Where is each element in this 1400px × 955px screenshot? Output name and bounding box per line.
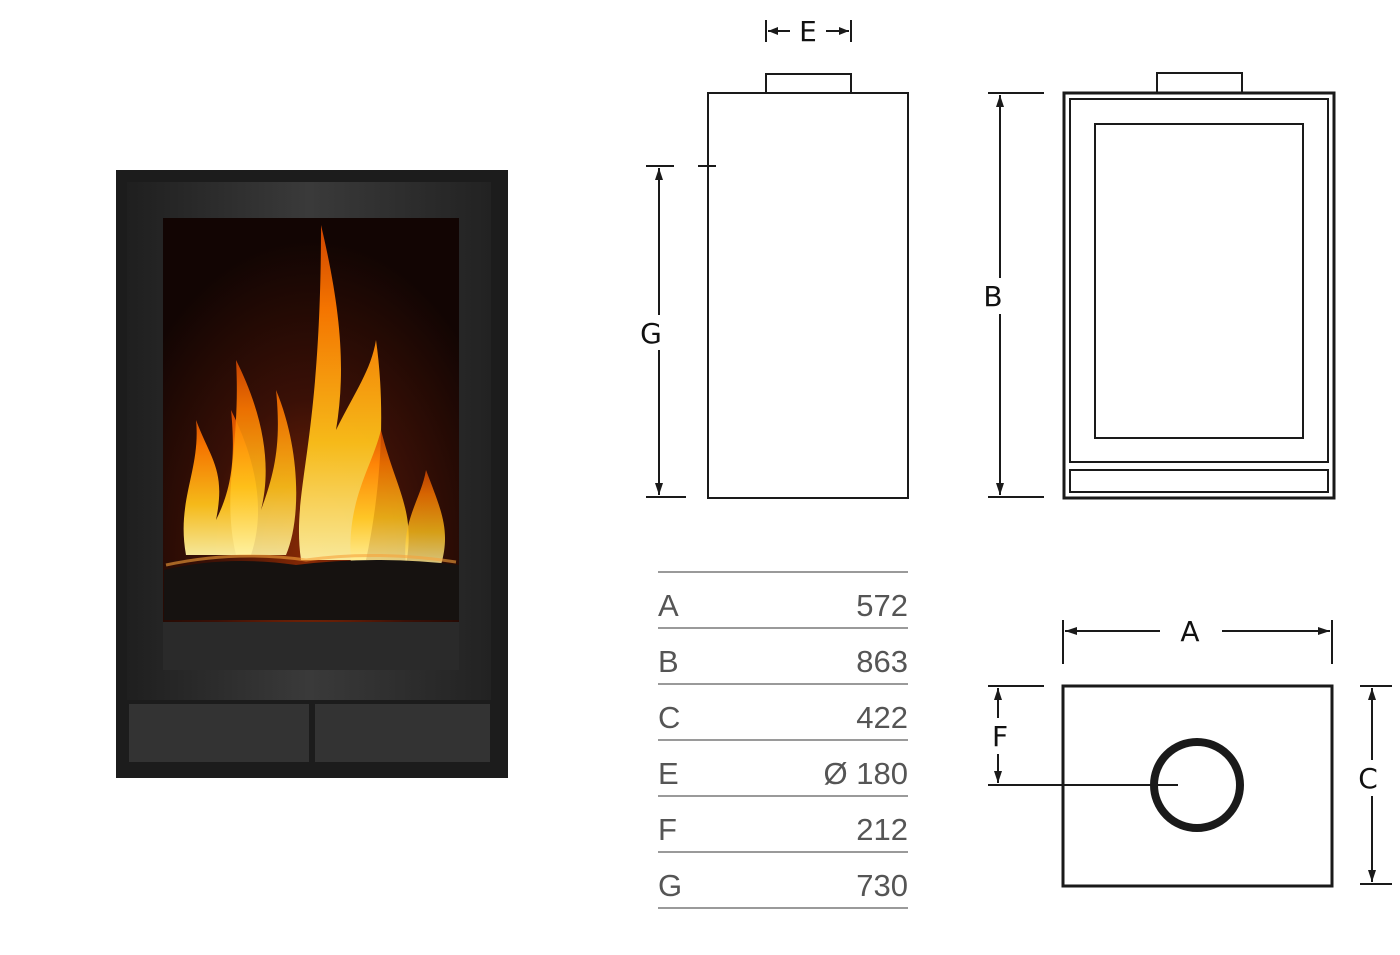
spec-table: A 572 B 863 C 422 E Ø 180 F 212 G 730 bbox=[658, 571, 908, 909]
spec-value: 730 bbox=[856, 868, 908, 903]
flue-collar-front bbox=[1156, 72, 1243, 94]
flue-collar-side bbox=[765, 73, 852, 94]
side-view-body bbox=[707, 92, 909, 499]
stove-lower-glass bbox=[163, 622, 459, 670]
dim-label-a: A bbox=[1180, 615, 1199, 648]
stove-image bbox=[116, 170, 508, 778]
dim-label-c: C bbox=[1358, 762, 1378, 795]
dim-label-e: E bbox=[799, 15, 817, 48]
dim-label-b: B bbox=[983, 280, 1002, 313]
spec-value: 863 bbox=[856, 644, 908, 679]
spec-key: C bbox=[658, 700, 681, 735]
stove-ash-panel-right bbox=[315, 704, 490, 762]
spec-row: G 730 bbox=[658, 851, 908, 909]
spec-row: A 572 bbox=[658, 571, 908, 627]
spec-value: 422 bbox=[856, 700, 908, 735]
spec-key: E bbox=[658, 756, 679, 791]
spec-key: F bbox=[658, 812, 677, 847]
stove-ash-panel-left bbox=[129, 704, 309, 762]
plan-view bbox=[988, 620, 1392, 888]
front-view bbox=[988, 72, 1336, 500]
spec-key: A bbox=[658, 588, 679, 623]
spec-value: Ø 180 bbox=[823, 756, 908, 791]
spec-row: C 422 bbox=[658, 683, 908, 739]
dim-label-g: G bbox=[640, 317, 662, 350]
spec-row: F 212 bbox=[658, 795, 908, 851]
dim-label-f: F bbox=[992, 720, 1008, 753]
front-view-glass bbox=[1094, 123, 1304, 439]
spec-value: 572 bbox=[856, 588, 908, 623]
spec-row: E Ø 180 bbox=[658, 739, 908, 795]
side-view bbox=[646, 20, 909, 499]
spec-value: 212 bbox=[856, 812, 908, 847]
flames bbox=[183, 225, 446, 565]
spec-key: G bbox=[658, 868, 683, 903]
logs bbox=[164, 553, 459, 620]
spec-row: B 863 bbox=[658, 627, 908, 683]
spec-key: B bbox=[658, 644, 679, 679]
